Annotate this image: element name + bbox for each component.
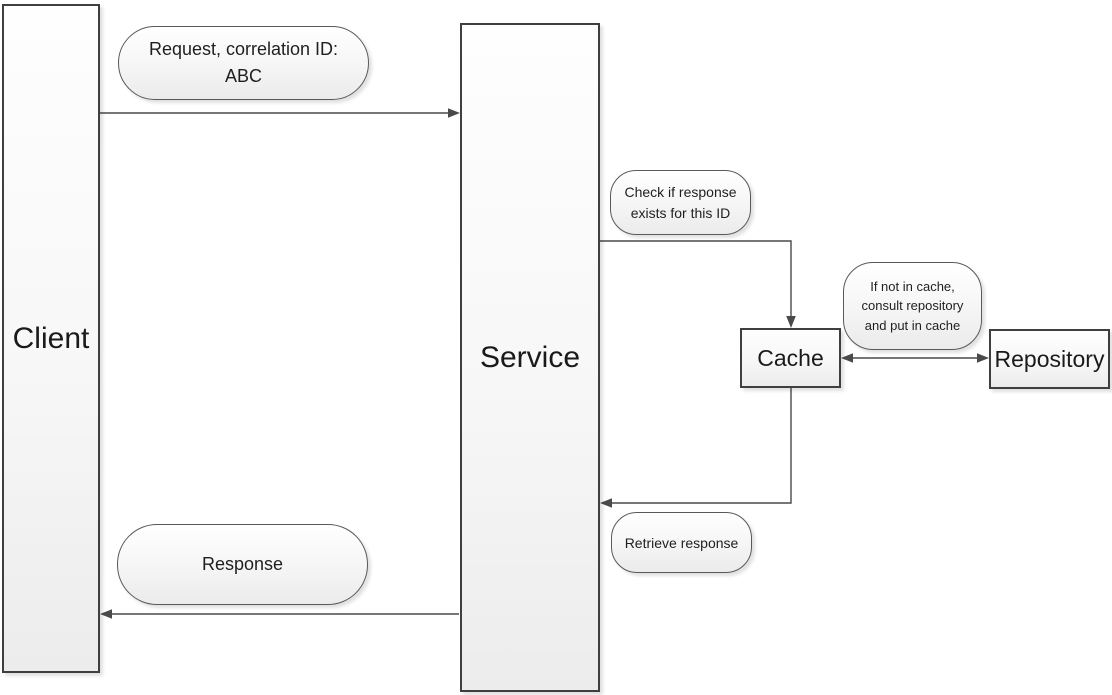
annotation-consult-repository: If not in cache, consult repository and …	[843, 262, 982, 350]
annotation-retrieve-response-label: Retrieve response	[624, 534, 739, 551]
annotation-check-response-label: Check if response exists for this ID	[624, 184, 737, 221]
connector-response-arrow	[100, 609, 459, 619]
annotation-request: Request, correlation ID: ABC	[118, 26, 369, 100]
node-cache: Cache	[740, 328, 841, 388]
annotation-check-response: Check if response exists for this ID	[610, 170, 751, 235]
node-client-label: Client	[12, 321, 90, 355]
node-service-label: Service	[479, 340, 581, 374]
connector-retrieve-arrow	[600, 388, 792, 508]
node-cache-label: Cache	[757, 344, 824, 371]
node-client: Client	[2, 4, 100, 673]
node-repository: Repository	[989, 329, 1110, 389]
node-repository-label: Repository	[994, 345, 1105, 372]
node-service: Service	[460, 23, 600, 692]
connector-cache-repository-arrow	[841, 353, 989, 363]
annotation-consult-repository-label: If not in cache, consult repository and …	[861, 278, 964, 333]
annotation-request-label: Request, correlation ID: ABC	[148, 39, 339, 86]
annotation-retrieve-response: Retrieve response	[611, 512, 752, 573]
annotation-response-label: Response	[201, 554, 284, 574]
connector-check-arrow	[600, 240, 796, 328]
connector-request-arrow	[100, 108, 460, 118]
annotation-response: Response	[117, 524, 368, 605]
